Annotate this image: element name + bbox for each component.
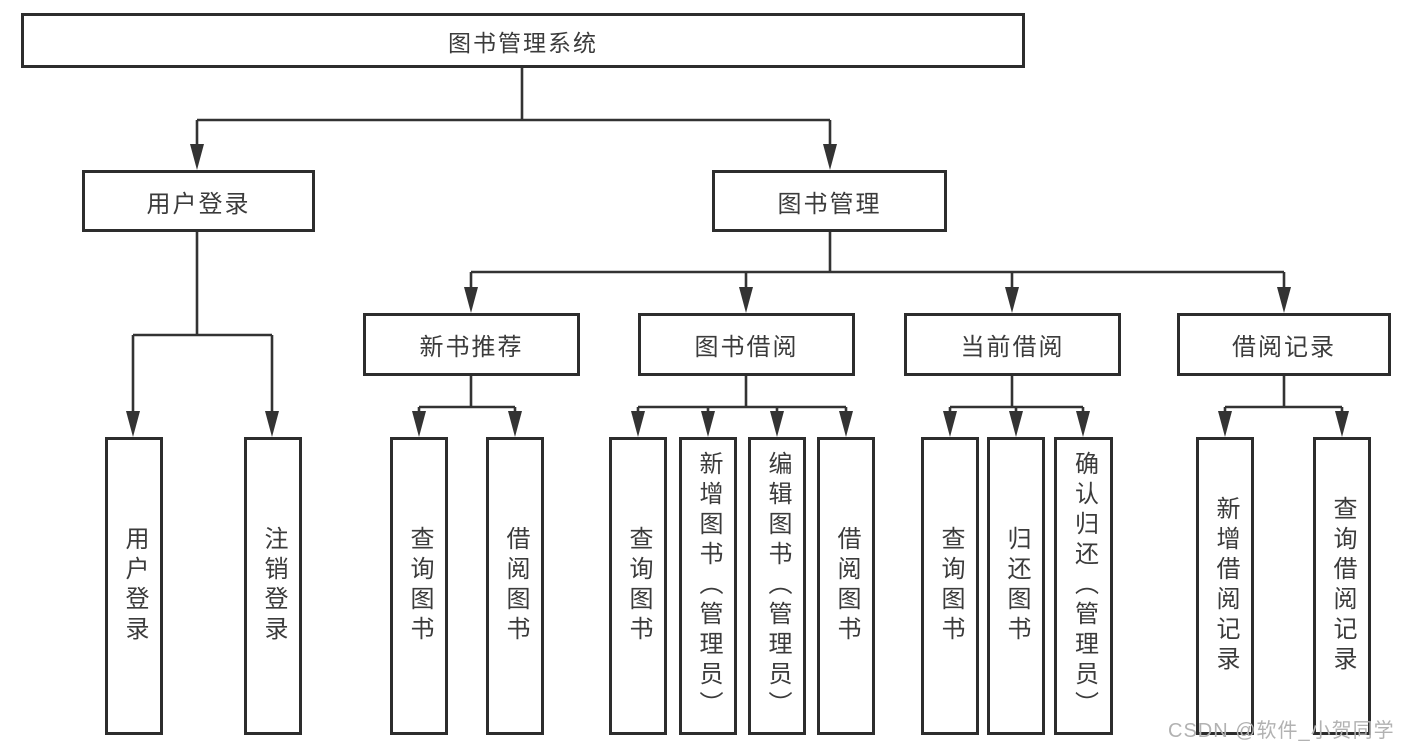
leaf-query-books-recommend: 查询图书 bbox=[390, 437, 448, 735]
leaf-add-borrow-record: 新增借阅记录 bbox=[1196, 437, 1254, 735]
node-current-borrow: 当前借阅 bbox=[904, 313, 1121, 376]
leaf-user-login-label: 用户登录 bbox=[121, 526, 148, 646]
node-book-borrow: 图书借阅 bbox=[638, 313, 855, 376]
leaf-add-book-admin-label: 新增图书（管理员） bbox=[695, 451, 722, 721]
arrowhead-icons bbox=[126, 144, 1349, 437]
leaf-query-borrow-record: 查询借阅记录 bbox=[1313, 437, 1371, 735]
leaf-logout: 注销登录 bbox=[244, 437, 302, 735]
leaf-edit-book-admin-label: 编辑图书（管理员） bbox=[764, 451, 791, 721]
leaf-return-book: 归还图书 bbox=[987, 437, 1045, 735]
node-book-borrow-label: 图书借阅 bbox=[694, 334, 799, 361]
node-user-login-group: 用户登录 bbox=[82, 170, 315, 232]
node-user-login-group-label: 用户登录 bbox=[146, 190, 251, 218]
node-new-book-recommend: 新书推荐 bbox=[363, 313, 580, 376]
leaf-add-book-admin: 新增图书（管理员） bbox=[679, 437, 737, 735]
leaf-borrow-books: 借阅图书 bbox=[817, 437, 875, 735]
leaf-query-books-borrow: 查询图书 bbox=[609, 437, 667, 735]
leaf-query-books-recommend-label: 查询图书 bbox=[406, 526, 433, 646]
leaf-edit-book-admin: 编辑图书（管理员） bbox=[748, 437, 806, 735]
node-new-book-recommend-label: 新书推荐 bbox=[419, 334, 524, 361]
leaf-borrow-books-recommend-label: 借阅图书 bbox=[502, 526, 529, 646]
leaf-query-books-current-label: 查询图书 bbox=[937, 526, 964, 646]
node-book-management: 图书管理 bbox=[712, 170, 947, 232]
leaf-logout-label: 注销登录 bbox=[260, 526, 287, 646]
leaf-confirm-return-admin: 确认归还（管理员） bbox=[1054, 437, 1113, 735]
leaf-add-borrow-record-label: 新增借阅记录 bbox=[1212, 496, 1239, 676]
node-borrow-records: 借阅记录 bbox=[1177, 313, 1391, 376]
node-current-borrow-label: 当前借阅 bbox=[960, 334, 1065, 361]
node-root: 图书管理系统 bbox=[21, 13, 1025, 68]
leaf-confirm-return-admin-label: 确认归还（管理员） bbox=[1070, 451, 1098, 721]
leaf-query-books-borrow-label: 查询图书 bbox=[625, 526, 652, 646]
leaf-borrow-books-label: 借阅图书 bbox=[833, 526, 860, 646]
leaf-user-login: 用户登录 bbox=[105, 437, 163, 735]
leaf-query-borrow-record-label: 查询借阅记录 bbox=[1329, 496, 1356, 676]
watermark: CSDN @软件_小贺同学 bbox=[1168, 720, 1395, 742]
node-root-label: 图书管理系统 bbox=[448, 29, 598, 56]
leaf-return-book-label: 归还图书 bbox=[1003, 526, 1030, 646]
leaf-query-books-current: 查询图书 bbox=[921, 437, 979, 735]
leaf-borrow-books-recommend: 借阅图书 bbox=[486, 437, 544, 735]
node-book-management-label: 图书管理 bbox=[777, 190, 882, 218]
node-borrow-records-label: 借阅记录 bbox=[1232, 334, 1336, 361]
